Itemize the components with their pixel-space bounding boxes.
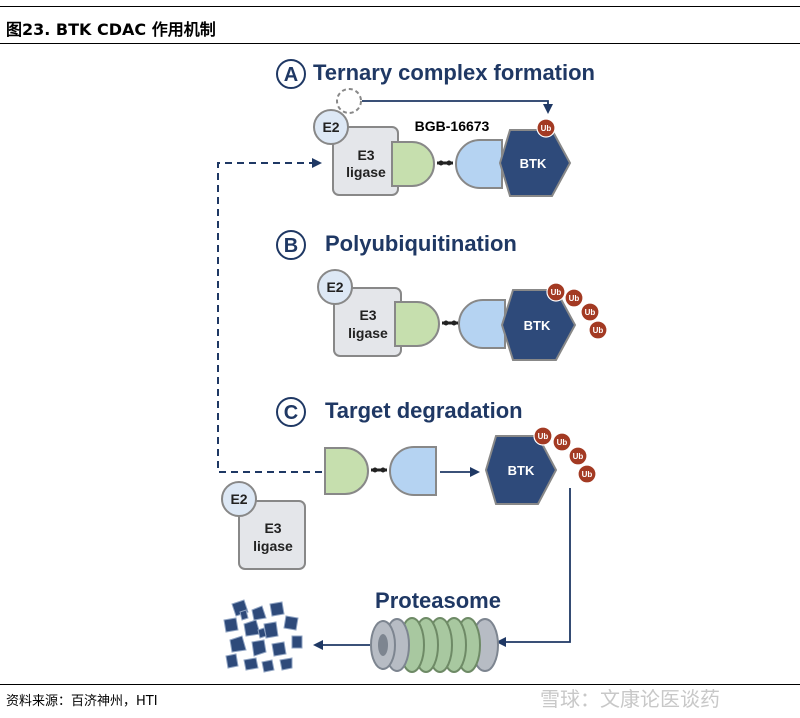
proteasome-label: Proteasome	[375, 588, 501, 613]
figure-title: 图23. BTK CDAC 作用机制	[6, 20, 216, 39]
step-b-letter: B	[284, 235, 298, 257]
step-c: C Target degradation BTK Ub Ub Ub Ub E3 …	[221, 397, 597, 570]
step-c-letter: C	[284, 402, 298, 424]
e3-binder-a	[391, 141, 435, 187]
ub-label-c-1: Ub	[538, 432, 549, 441]
e3-label-b-2: ligase	[348, 325, 388, 341]
e3-binder-b	[394, 301, 440, 347]
btk-binder-c	[389, 446, 437, 496]
ub-c-3	[568, 446, 588, 466]
ub-label-c-4: Ub	[582, 470, 593, 479]
ub-b-4	[588, 320, 608, 340]
step-a-badge	[276, 59, 306, 89]
e2-label-b: E2	[326, 279, 343, 295]
drug-label: BGB-16673	[415, 118, 490, 134]
ub-label-c-3: Ub	[573, 452, 584, 461]
step-a: A Ternary complex formation E3 ligase E2…	[276, 59, 595, 197]
ub-b-2	[564, 288, 584, 308]
ub-b-3	[580, 302, 600, 322]
ub-a	[536, 118, 556, 138]
ub-c-4	[577, 464, 597, 484]
btk-label-b: BTK	[524, 318, 551, 333]
step-c-title: Target degradation	[325, 398, 523, 423]
title-rule	[0, 43, 800, 44]
e2-a	[313, 109, 349, 145]
ub-b-1	[546, 282, 566, 302]
ub-c-1	[533, 426, 553, 446]
to-proteasome-arrow	[496, 488, 571, 647]
e2-c	[221, 481, 257, 517]
btk-label-a: BTK	[520, 156, 547, 171]
e2-ghost-circle	[336, 88, 362, 114]
top-rule	[0, 6, 800, 7]
step-b-badge	[276, 230, 306, 260]
ub-label-b-1: Ub	[551, 288, 562, 297]
e2-label-c: E2	[230, 491, 247, 507]
e3-label-c-2: ligase	[253, 538, 293, 554]
peptide-fragments	[223, 599, 303, 673]
btk-binder-b	[458, 299, 506, 349]
watermark: 雪球：文康论医谈药	[540, 687, 720, 711]
step-b-title: Polyubiquitination	[325, 231, 517, 256]
e3-label-c-1: E3	[264, 520, 281, 536]
step-c-badge	[276, 397, 306, 427]
e3-ligase-c	[238, 500, 306, 570]
bottom-rule	[0, 684, 800, 685]
ub-label-b-3: Ub	[585, 308, 596, 317]
e2-label-a: E2	[322, 119, 339, 135]
e3-binder-c	[324, 447, 369, 495]
ub-label-b-2: Ub	[569, 294, 580, 303]
e2-b	[317, 269, 353, 305]
ub-label-c-2: Ub	[557, 438, 568, 447]
e3-label-b-1: E3	[359, 307, 376, 323]
e3-label-a-2: ligase	[346, 164, 386, 180]
proteasome: Proteasome	[370, 588, 501, 673]
step-a-letter: A	[284, 64, 298, 86]
step-b: B Polyubiquitination E3 ligase E2 BTK Ub…	[276, 230, 608, 361]
source-note: 资料来源：百济神州，HTI	[6, 694, 158, 709]
ub-transfer-arrow	[362, 100, 553, 114]
btk-label-c: BTK	[508, 463, 535, 478]
ub-label-a: Ub	[541, 124, 552, 133]
e3-label-a-1: E3	[357, 147, 374, 163]
btk-binder-a	[455, 139, 503, 189]
step-a-title: Ternary complex formation	[313, 60, 595, 85]
ub-c-2	[552, 432, 572, 452]
recycle-arrow	[217, 158, 322, 473]
ub-label-b-4: Ub	[593, 326, 604, 335]
